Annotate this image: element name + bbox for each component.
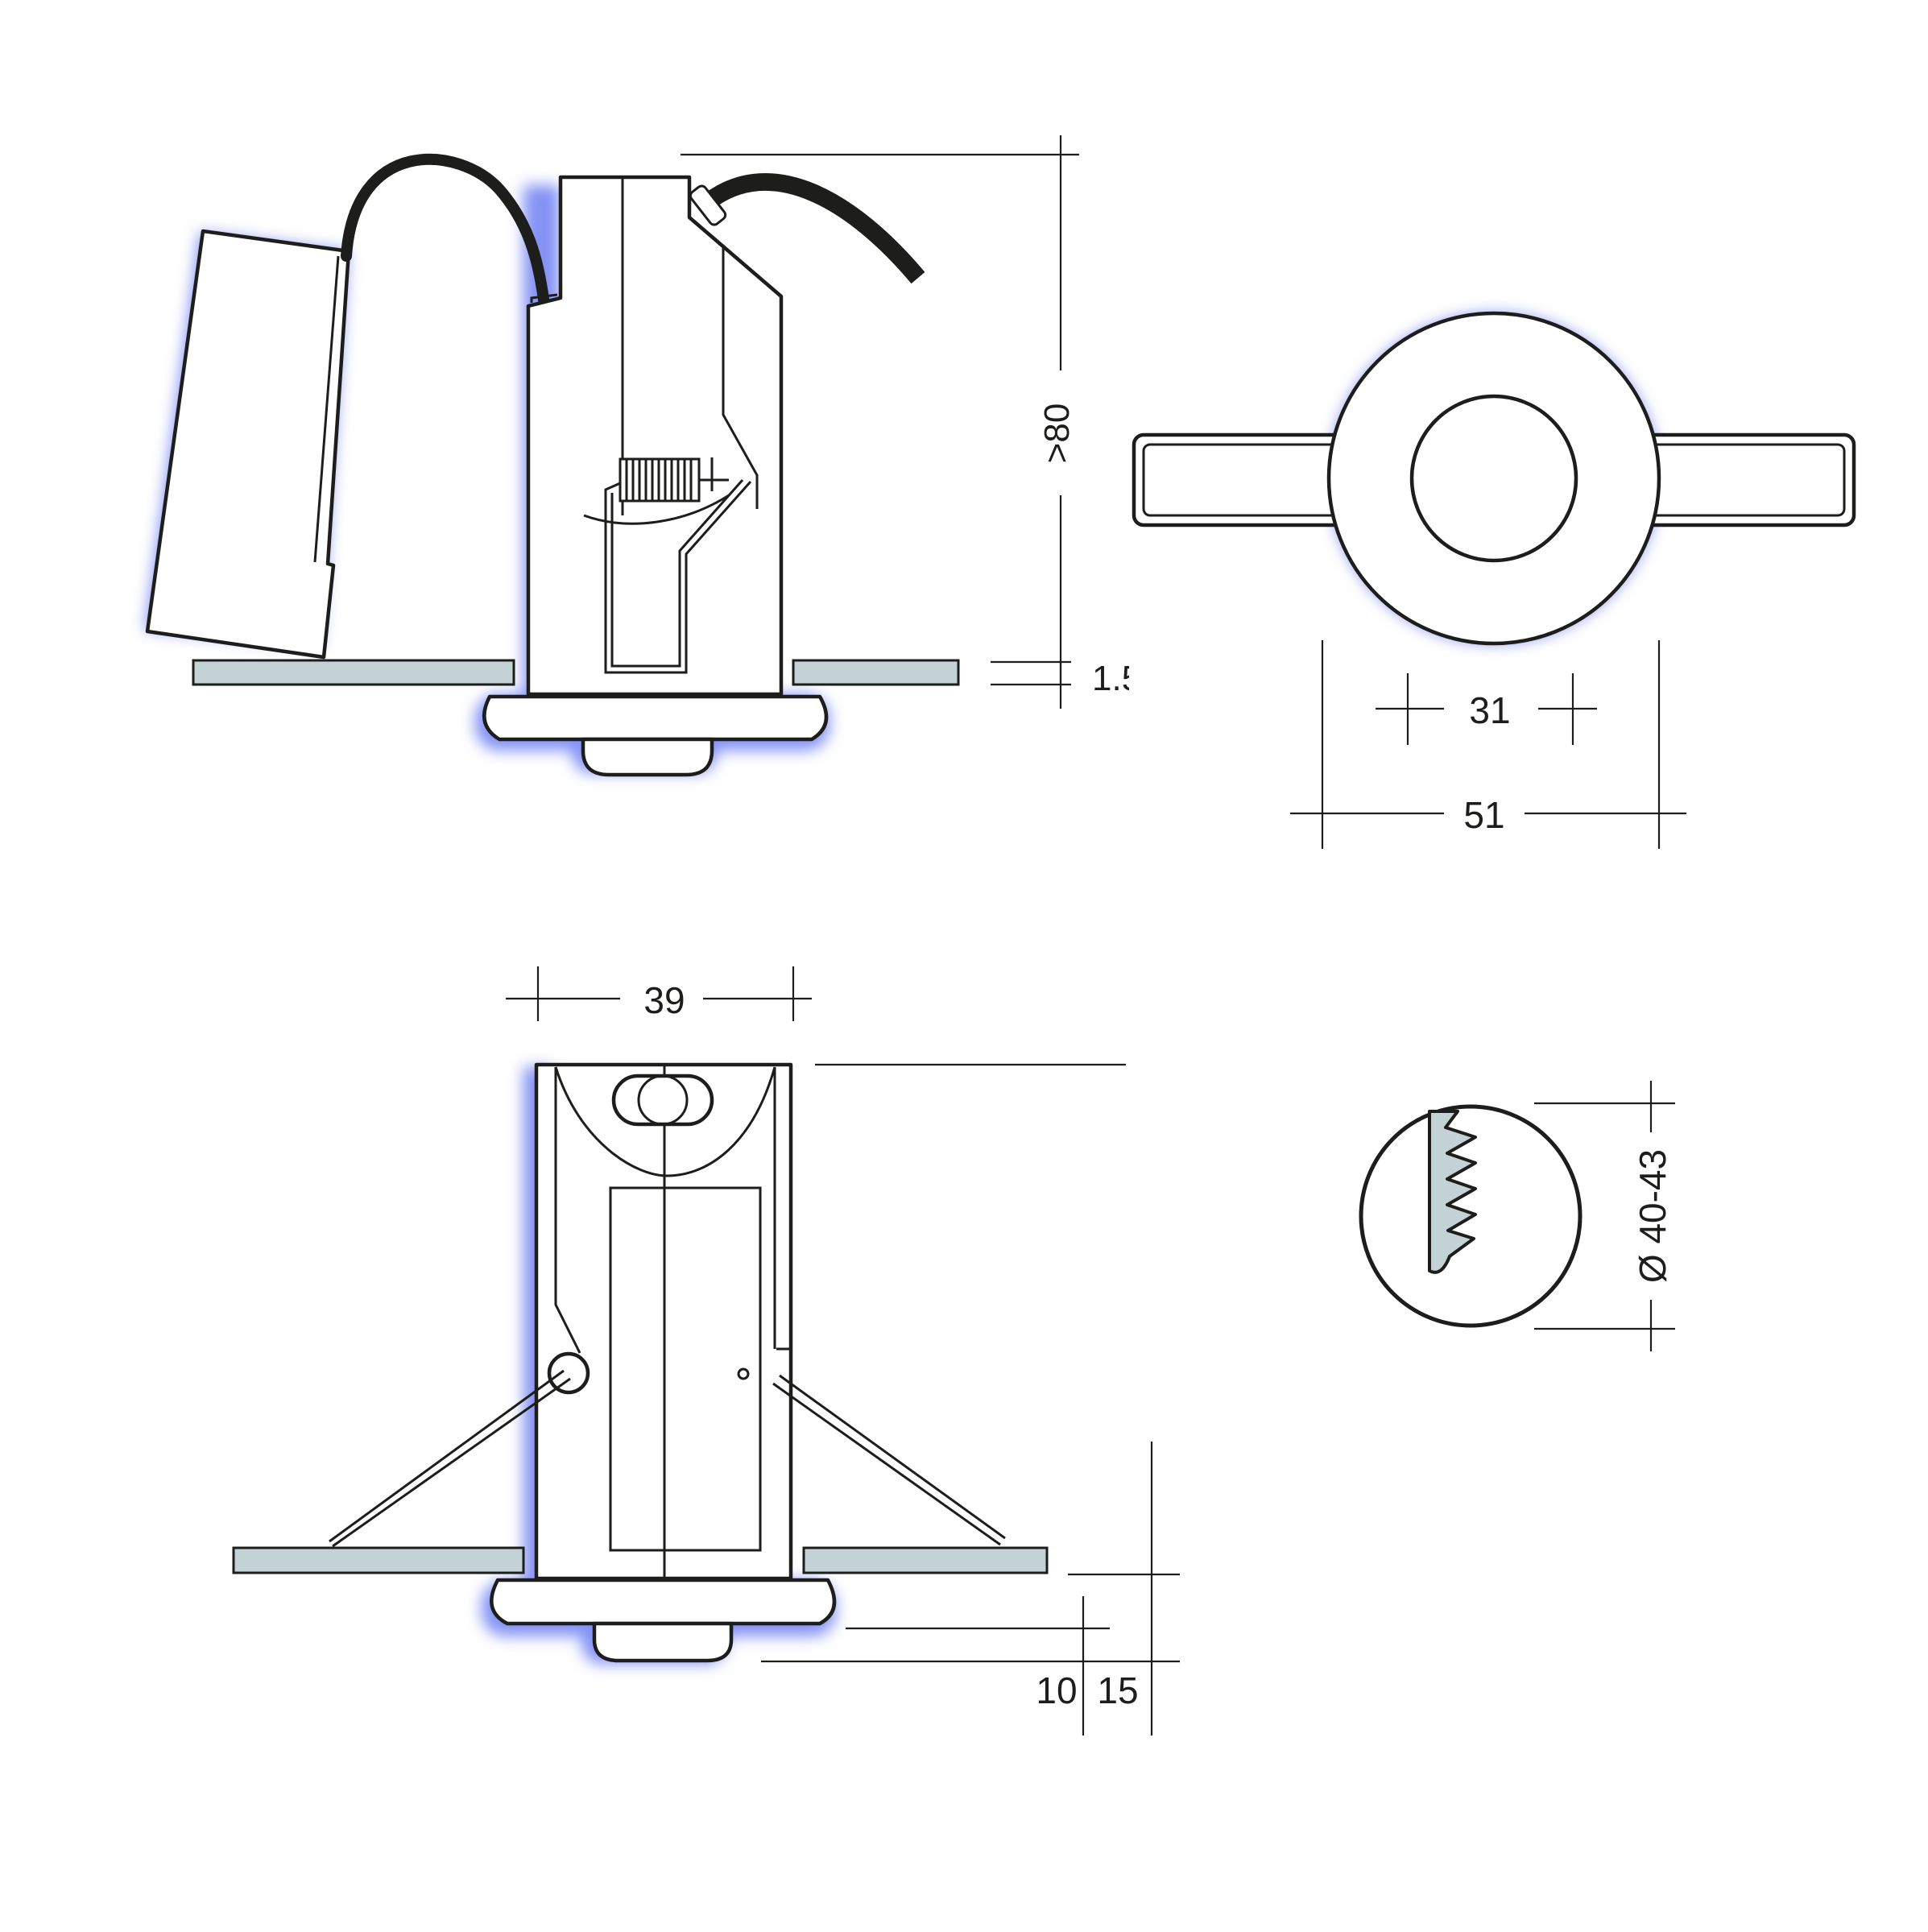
spring-arm-right <box>1634 432 1856 527</box>
lens <box>581 737 714 777</box>
screw-slot <box>611 1074 714 1127</box>
lens-front <box>592 1621 734 1663</box>
width-dimension: 39 <box>643 979 685 1021</box>
cutout-dimensions: Ø 40-43 <box>1534 1081 1675 1351</box>
front-view <box>232 1062 1049 1664</box>
inner-diameter-dimension: 31 <box>1469 689 1510 731</box>
bezel <box>482 694 829 742</box>
driver-slot <box>609 1186 762 1552</box>
ceiling-plate-left <box>192 659 515 686</box>
front-view-dimensions: 39 10 15 <box>506 966 1180 1735</box>
outer-diameter-dimension: 51 <box>1463 794 1504 836</box>
spring-arm-front-right <box>772 1382 1001 1546</box>
saw-blade-icon <box>1428 1110 1477 1274</box>
supply-cable <box>703 173 925 284</box>
height-dimension: >80 <box>1037 403 1077 464</box>
ceiling-plate-left-front <box>232 1546 525 1574</box>
top-view <box>1132 311 1856 646</box>
inner-ring <box>1409 394 1578 563</box>
driver-cable <box>341 153 549 305</box>
side-view-dimensions: >80 1.5 <box>681 135 1161 709</box>
spring-arm-front-left <box>332 1377 571 1548</box>
cutout-diameter-dimension: Ø 40-43 <box>1632 1149 1674 1283</box>
side-view <box>145 153 960 777</box>
spring-arm-left <box>1132 432 1354 527</box>
projection-dimension-15: 15 <box>1097 1669 1138 1711</box>
housing <box>526 175 784 697</box>
projection-dimension-10: 10 <box>1036 1669 1077 1711</box>
ceiling-plate-right <box>792 659 960 686</box>
top-view-dimensions: 31 51 <box>1290 640 1686 849</box>
bezel-front <box>490 1578 837 1626</box>
driver-box <box>145 229 351 660</box>
cutout-detail <box>1359 1104 1583 1328</box>
ceiling-plate-right-front <box>802 1546 1049 1574</box>
spring-coils <box>625 459 693 501</box>
